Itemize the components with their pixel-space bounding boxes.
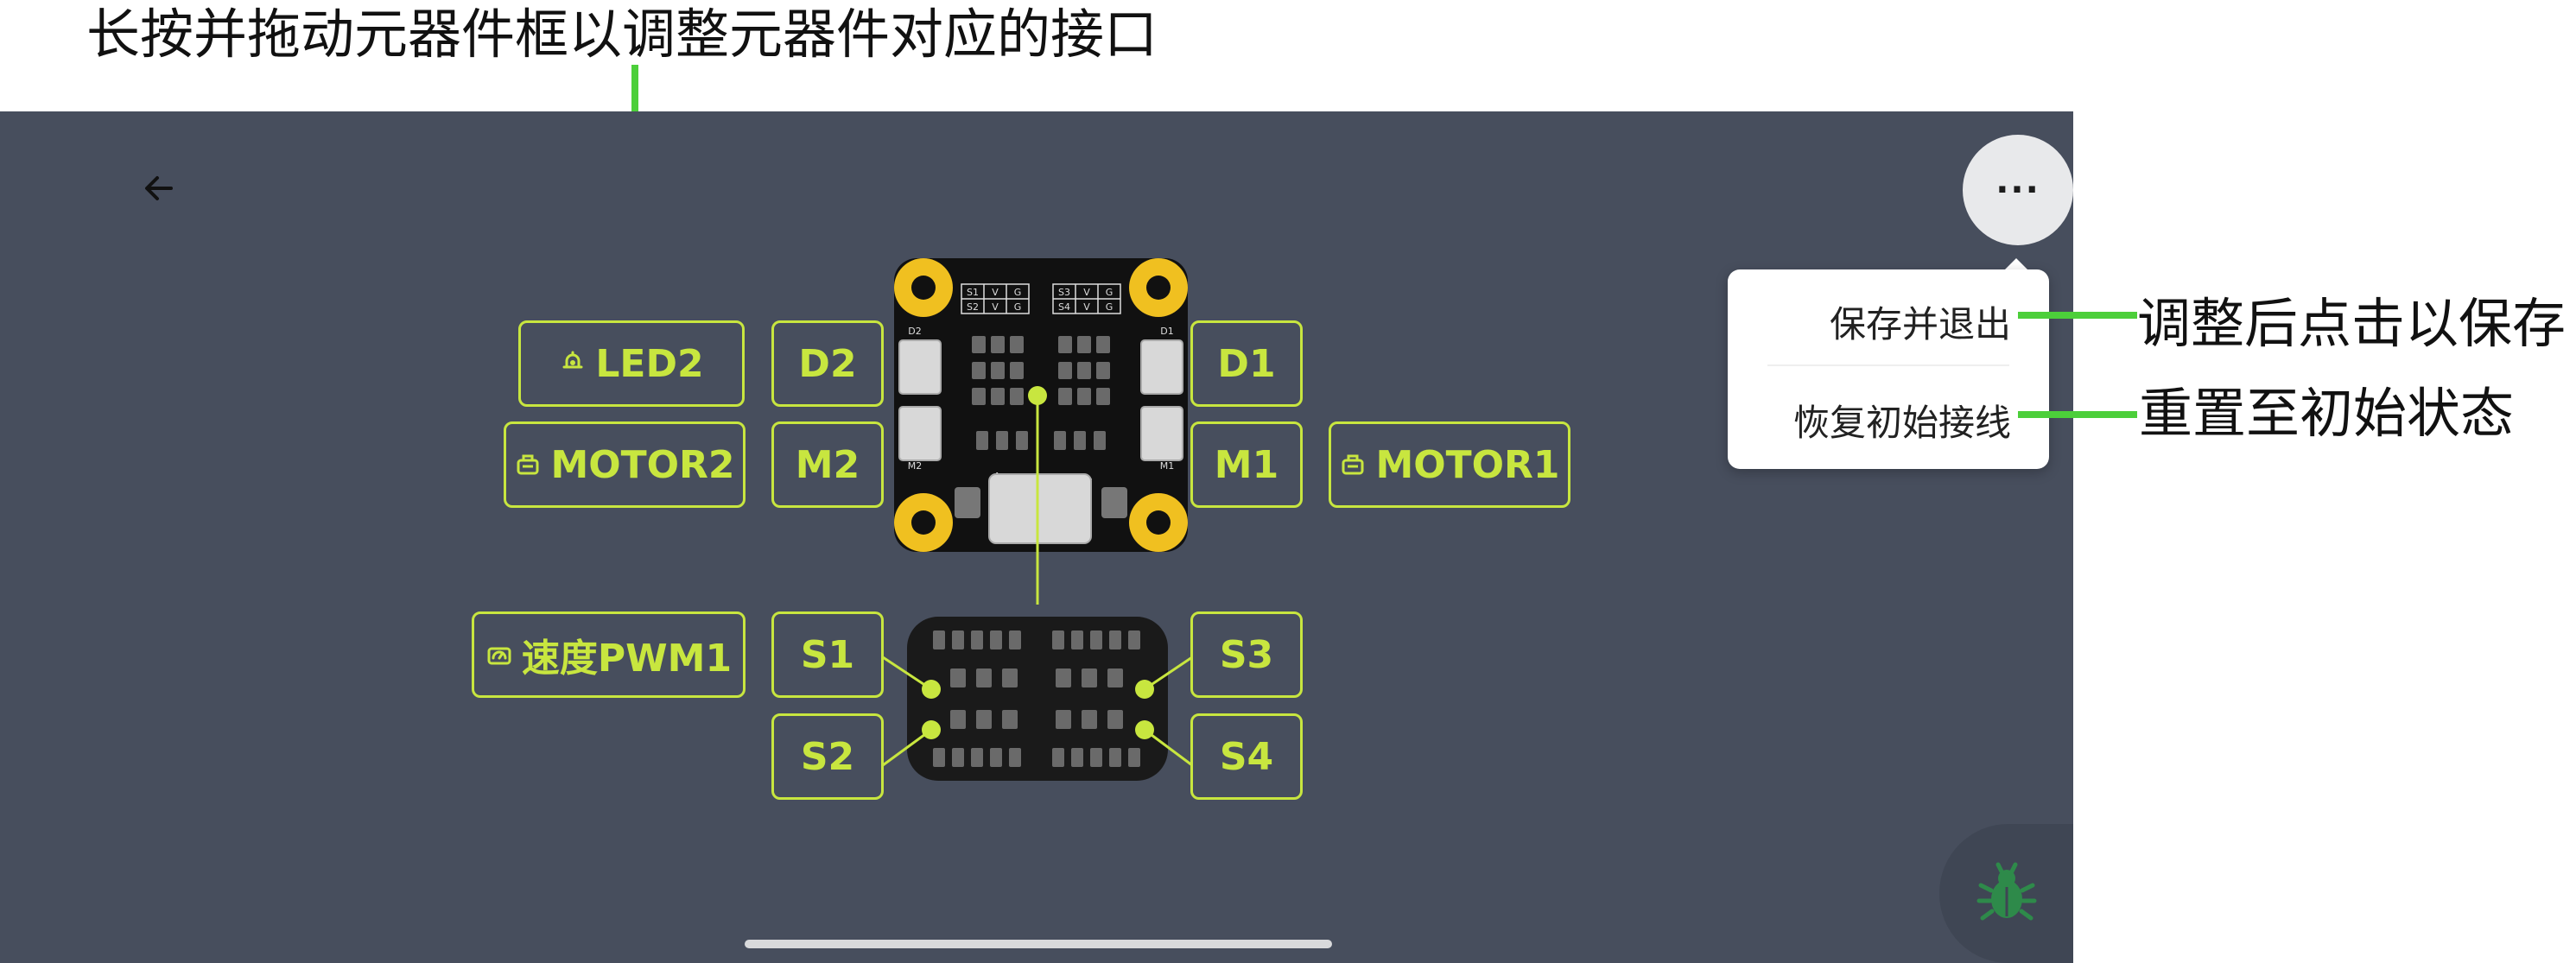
led-icon [562, 351, 583, 369]
annotation-line-save [2018, 312, 2137, 319]
component-speed-pwm1[interactable]: 速度PWM1 [472, 611, 746, 698]
annotation-drag-hint: 长按并拖动元器件框以调整元器件对应的接口 [86, 3, 1158, 66]
svg-text:D1: D1 [1160, 326, 1173, 337]
motor-icon [1342, 454, 1364, 475]
pin-dot-s1 [922, 680, 941, 699]
svg-text:S4: S4 [1058, 301, 1070, 313]
svg-text:D2: D2 [908, 326, 921, 337]
connector-m1 [1140, 406, 1183, 461]
bug-icon [1976, 862, 2036, 920]
svg-text:V: V [992, 301, 999, 313]
svg-text:G: G [1014, 301, 1022, 313]
component-motor2[interactable]: MOTOR2 [504, 421, 746, 508]
port-s3[interactable]: S3 [1190, 611, 1303, 698]
annotation-reset-hint: 重置至初始状态 [2139, 382, 2515, 445]
port-label: S1 [800, 632, 855, 677]
pin-dot-s3 [1135, 680, 1154, 699]
home-indicator [745, 940, 1332, 948]
pin-dot-center [1028, 386, 1047, 405]
options-menu: 保存并退出 恢复初始接线 [1728, 269, 2049, 469]
debug-button[interactable] [1939, 824, 2073, 963]
component-led2[interactable]: LED2 [518, 320, 745, 407]
connector-d1 [1140, 339, 1183, 395]
port-s4[interactable]: S4 [1190, 713, 1303, 800]
component-label: MOTOR2 [550, 442, 735, 487]
wiring-editor-screen: S1 V G S2 V G S3 V G S4 V G D2 D1 M2 M1 … [0, 111, 2073, 963]
connector-d2 [898, 339, 942, 395]
port-label: M2 [795, 442, 860, 487]
more-button[interactable]: ··· [1963, 135, 2073, 245]
port-label: S3 [1219, 632, 1274, 677]
annotation-save-hint: 调整后点击以保存 [2137, 292, 2566, 355]
controller-board: S1 V G S2 V G S3 V G S4 V G D2 D1 M2 M1 … [894, 258, 1188, 552]
motor-icon [517, 454, 539, 475]
component-label: MOTOR1 [1375, 442, 1560, 487]
menu-arrow [2002, 258, 2030, 272]
wire-s4 [1144, 728, 1193, 767]
component-label: 速度PWM1 [521, 637, 733, 681]
annotation-line-reset [2018, 411, 2137, 418]
menu-item-save-exit[interactable]: 保存并退出 [1829, 303, 2011, 345]
sensor-board [907, 617, 1168, 781]
component-label: LED2 [595, 341, 704, 386]
connector-m2 [898, 406, 942, 461]
svg-text:G: G [1014, 287, 1022, 298]
port-s1[interactable]: S1 [771, 611, 884, 698]
connection-lines [882, 386, 1193, 767]
component-motor1[interactable]: MOTOR1 [1329, 421, 1570, 508]
port-label: S2 [800, 734, 855, 779]
port-label: M1 [1214, 442, 1279, 487]
svg-text:M2: M2 [908, 460, 923, 472]
svg-text:V: V [992, 287, 999, 298]
svg-text:S3: S3 [1058, 287, 1070, 298]
svg-text:V: V [1083, 301, 1090, 313]
port-d2[interactable]: D2 [771, 320, 884, 407]
wire-s3 [1144, 656, 1193, 691]
pin-dot-s4 [1135, 720, 1154, 739]
wire-s1 [882, 656, 932, 691]
port-label: D2 [798, 341, 857, 386]
port-d1[interactable]: D1 [1190, 320, 1303, 407]
power-connector [988, 473, 1092, 544]
svg-text:S2: S2 [967, 301, 979, 313]
arrow-left-icon[interactable] [138, 168, 180, 209]
svg-text:G: G [1106, 301, 1114, 313]
wire-s2 [882, 728, 932, 767]
menu-divider [1767, 364, 2009, 366]
port-m2[interactable]: M2 [771, 421, 884, 508]
svg-text:V: V [1083, 287, 1090, 298]
svg-text:G: G [1106, 287, 1114, 298]
port-s2[interactable]: S2 [771, 713, 884, 800]
pin-dot-s2 [922, 720, 941, 739]
svg-text:M1: M1 [1160, 460, 1175, 472]
svg-text:S1: S1 [967, 287, 979, 298]
port-label: D1 [1217, 341, 1276, 386]
speed-icon [487, 647, 511, 665]
menu-item-reset-wiring[interactable]: 恢复初始接线 [1792, 402, 2011, 444]
more-icon: ··· [1995, 170, 2040, 210]
port-m1[interactable]: M1 [1190, 421, 1303, 508]
port-label: S4 [1219, 734, 1274, 779]
